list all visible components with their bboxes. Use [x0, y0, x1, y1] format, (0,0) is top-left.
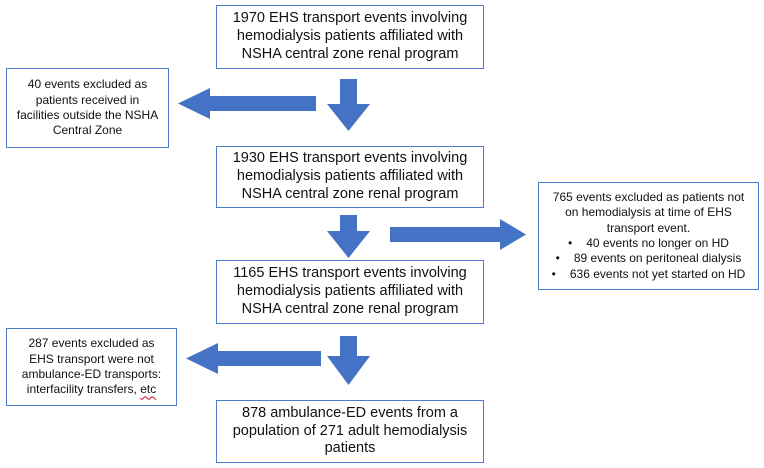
- box-text-fragment: interfacility transfers,: [26, 382, 137, 397]
- flow-box-after-second-exclusion: 1165 EHS transport events involving hemo…: [216, 260, 484, 324]
- right-arrow-icon: [390, 219, 526, 250]
- bullet-item: 89 events on peritoneal dialysis: [552, 251, 746, 266]
- box-text-line: patients received in: [35, 92, 140, 107]
- box-text-line: facilities outside the NSHA: [16, 108, 159, 122]
- box-text-line: NSHA central zone renal program: [241, 185, 459, 202]
- left-arrow-icon: [178, 88, 316, 119]
- flow-box-initial-events: 1970 EHS transport events involving hemo…: [216, 5, 484, 69]
- box-text-line: EHS transport were not: [29, 351, 154, 366]
- exclusion-bullet-list: 40 events no longer on HD 89 events on p…: [552, 236, 746, 282]
- box-text-line: population of 271 adult hemodialysis: [232, 422, 468, 439]
- box-text-line: hemodialysis patients affiliated with: [236, 283, 464, 300]
- box-text-line: NSHA central zone renal program: [241, 45, 459, 62]
- box-text-line: 878 ambulance-ED events from a: [242, 404, 458, 421]
- box-text-line: 765 events excluded as patients not: [552, 189, 745, 204]
- exclusion-box-outside-central-zone: 40 events excluded as patients received …: [6, 68, 169, 148]
- box-text-line: on hemodialysis at time of EHS: [565, 205, 732, 220]
- box-text-line: ambulance-ED transports:: [21, 367, 162, 381]
- box-text-line: patients: [324, 440, 376, 457]
- down-arrow-icon: [327, 336, 370, 385]
- box-text-line: 1930 EHS transport events involving: [232, 150, 468, 167]
- exclusion-box-not-on-hemodialysis: 765 events excluded as patients not on h…: [538, 182, 759, 290]
- box-text-line: transport event.: [606, 220, 691, 235]
- misspelled-word: etc: [140, 382, 157, 397]
- bullet-item: 636 events not yet started on HD: [552, 267, 745, 282]
- flow-box-after-first-exclusion: 1930 EHS transport events involving hemo…: [216, 146, 484, 208]
- box-text-line: 1165 EHS transport events involving: [233, 265, 467, 282]
- box-text-line: Central Zone: [52, 123, 123, 138]
- box-text-line: hemodialysis patients affiliated with: [236, 168, 464, 185]
- box-text-line: 40 events excluded as: [27, 77, 148, 92]
- bullet-item: 40 events no longer on HD: [552, 236, 746, 251]
- down-arrow-icon: [327, 215, 370, 258]
- left-arrow-icon: [186, 343, 321, 374]
- box-text-line: 287 events excluded as: [28, 336, 155, 351]
- down-arrow-icon: [327, 79, 370, 131]
- exclusion-box-non-ambulance-ed: 287 events excluded as EHS transport wer…: [6, 328, 177, 406]
- box-text-line: interfacility transfers, etc: [27, 382, 156, 397]
- box-text-line: 1970 EHS transport events involving: [232, 10, 468, 27]
- flow-box-final-cohort: 878 ambulance-ED events from a populatio…: [216, 400, 484, 463]
- box-text-line: hemodialysis patients affiliated with: [236, 28, 464, 45]
- box-text-line: NSHA central zone renal program: [241, 300, 459, 317]
